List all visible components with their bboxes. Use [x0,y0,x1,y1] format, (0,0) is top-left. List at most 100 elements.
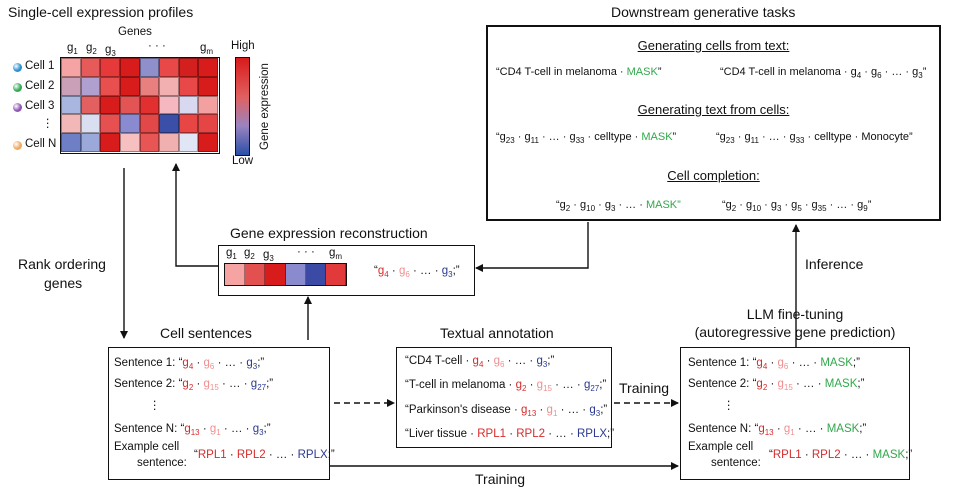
heatmap-cell [119,133,140,152]
downstream-box: Generating cells from text: “CD4 T-cell … [486,25,941,221]
task2-output: “g23 · g11 · … · g33 · celltype · Monocy… [716,131,913,145]
heatmap-cell [100,95,120,115]
reconstruction-title: Gene expression reconstruction [230,225,428,241]
cs-ellipsis: ⋮ [149,400,161,412]
col-label-g2: g2 [86,42,97,56]
llm-row1-label: Sentence 1: [688,357,750,369]
llm-ellipsis: ⋮ [723,400,735,412]
profiles-title: Single-cell expression profiles [8,4,194,20]
heatmap-cell [198,114,218,134]
col-label-g1: g1 [67,42,78,56]
ta-row2-label: “T-cell in melanoma · [405,379,513,391]
cs-example-label1: Example cell [114,441,180,453]
heatmap-cell [139,95,160,115]
task2-title: Generating text from cells: [637,102,790,117]
cell-sentences-title: Cell sentences [160,325,252,341]
task2-input: “g23 · g11 · … · g33 · celltype · MASK” [496,131,677,145]
cell1-dot [13,63,22,72]
llm-sentence1: Sentence 1: “g4 · g6 · … · MASK;” [688,357,860,371]
heatmap-cell [80,133,101,152]
cell1-label: Cell 1 [25,60,55,72]
heatmap-cell [178,114,199,134]
reconstruction-bar-cell [265,264,286,285]
cs-sentence2: Sentence 2: “g2 · g15 · … · g27;” [114,378,274,392]
heatmap-cell [119,58,140,77]
heatmap-cell [80,114,101,134]
col-label-gm: gm [200,42,214,56]
reconstruction-bar-cell [305,264,326,285]
task1-input-text: “CD4 T-cell in melanoma · [496,66,624,78]
ta-row3-label: “Parkinson's disease · [405,404,518,416]
heatmap-cell [100,114,120,134]
cs-row2-label: Sentence 2: [114,378,176,390]
heatmap-cell [80,76,101,96]
heatmap-cell [61,58,81,77]
recon-g3: g3 [263,249,274,263]
ta-row2: “T-cell in melanoma · g2 · g15 · … · g27… [405,379,607,393]
ta-row1: “CD4 T-cell · g4 · g6 · … · g3;” [405,355,555,369]
heatmap-cell [80,95,101,115]
llm-rowN-label: Sentence N: [688,423,752,435]
col-label-g3: g3 [105,44,116,58]
textual-annotation-title: Textual annotation [440,325,554,341]
task3-output: “g2 · g10 · g3 · g5 · g35 · … · g9” [722,199,872,213]
rank-ordering-line2: genes [44,275,83,291]
task3-input: “g2 · g10 · g3 · … · MASK” [556,199,681,213]
colorbar-low: Low [232,155,254,167]
heatmap-cell [61,114,81,134]
task3-title: Cell completion: [667,168,760,183]
llm-title1: LLM fine-tuning [746,306,844,322]
llm-example-text: “RPL1 · RPL2 · … · MASK;” [769,449,913,461]
cell2-dot [13,83,22,92]
arrow-downstream-to-reconstruction [475,222,589,272]
task1-title: Generating cells from text: [637,38,790,53]
task2-input-tail: · celltype · [587,131,639,143]
recon-g2: g2 [244,247,255,261]
heatmap-cell [61,76,81,96]
cell-sentences-box: Sentence 1: “g4 · g6 · … · g3;” Sentence… [108,347,335,480]
colorbar-axis-label: Gene expression [259,63,271,150]
cs-rowN-label: Sentence N: [114,423,178,435]
reconstruction-bar-cell [245,264,266,285]
heatmap-cell [139,58,160,77]
llm-title2: (autoregressive gene prediction) [694,324,896,340]
reconstruction-box: g1 g2 g3 · · · gm “g4 · g6 · … · g3;” [218,245,475,296]
task1-output-text: “CD4 T-cell in melanoma · [720,66,848,78]
heatmap-cell [80,58,101,77]
col-label-dots: · · · [148,40,166,52]
heatmap-cell [159,76,179,96]
arrow-reconstruction-to-profiles [172,163,218,267]
task1-input: “CD4 T-cell in melanoma · MASK” [496,66,662,78]
cell3-dot [13,103,22,112]
heatmap-cell [119,95,140,115]
heatmap-cell [139,76,160,96]
reconstruction-bar-cell [225,264,246,285]
heatmap-cell [61,133,81,152]
cs-sentenceN: Sentence N: “g13 · g1 · … · g3;” [114,423,271,437]
heatmap-cell [119,114,140,134]
heatmap-cell [178,95,199,115]
llm-sentence2: Sentence 2: “g2 · g15 · … · MASK;” [688,378,865,392]
llm-row2-label: Sentence 2: [688,378,750,390]
task1-output: “CD4 T-cell in melanoma · g4 · g6 · … · … [720,66,927,80]
cellN-dot [13,141,22,150]
llm-example-label2: sentence: [711,457,761,469]
cell2-label: Cell 2 [25,80,55,92]
heatmap-cell [100,133,120,152]
training-label-bottom: Training [475,471,526,487]
cellN-label: Cell N [25,138,57,150]
colorbar [235,57,250,156]
ta-row3: “Parkinson's disease · g13 · g1 · … · g3… [405,404,608,418]
task2-output-tail: · celltype · Monocyte” [807,131,913,143]
recon-sentence: “g4 · g6 · … · g3;” [374,265,460,279]
expression-heatmap [60,57,220,154]
heatmap-cell [100,76,120,96]
cs-example-label2: sentence: [137,457,187,469]
reconstruction-bar-cell [325,264,347,285]
genes-label: Genes [118,26,152,38]
llm-box: Sentence 1: “g4 · g6 · … · MASK;” Senten… [680,347,913,480]
heatmap-cell [178,58,199,77]
inference-label: Inference [805,256,864,272]
colorbar-high: High [231,40,255,52]
recon-g1: g1 [226,247,237,261]
